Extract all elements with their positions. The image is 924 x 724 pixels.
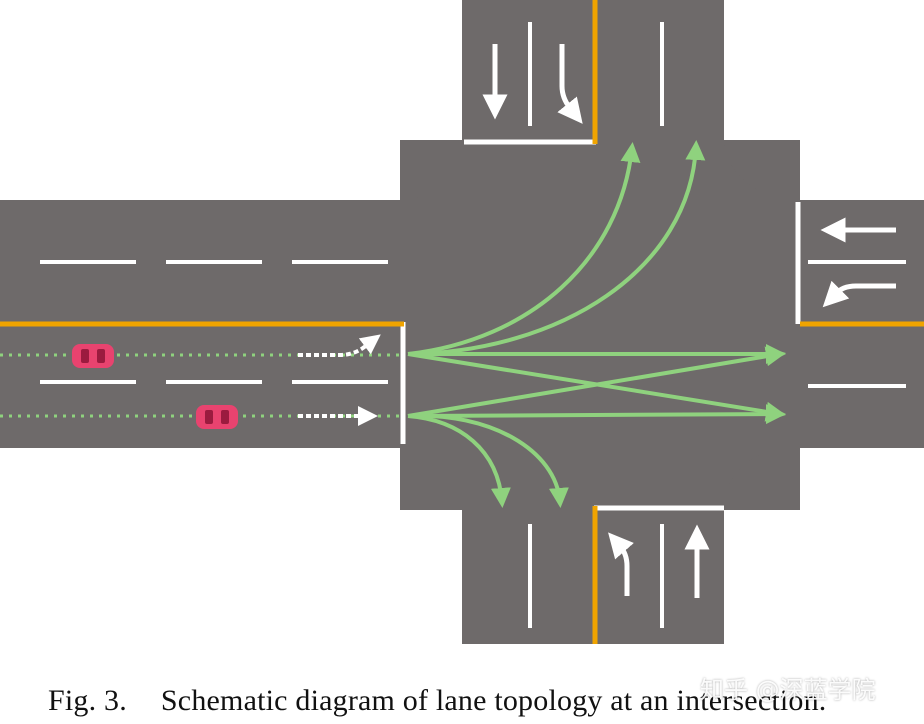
topology-right-1 (407, 414, 511, 508)
left-turn-arrow-icon (608, 532, 634, 596)
caption-text: Schematic diagram of lane topology at an… (160, 684, 827, 717)
watermark: 知乎 @深蓝学院 (700, 676, 876, 704)
topology-straight-4 (407, 346, 786, 418)
lane-topology-connections (407, 140, 786, 508)
topology-left-2 (407, 140, 706, 356)
lane-guidance-arrows (298, 334, 381, 426)
vehicle-icon (196, 405, 238, 429)
right-turn-arrow-icon (557, 44, 583, 124)
corner-fillet-se (724, 446, 798, 506)
north-approach-markings (464, 22, 664, 145)
road-surface (0, 0, 924, 644)
corner-fillet-nw (402, 140, 462, 200)
vehicle-icon (72, 344, 114, 368)
east-approach-markings (795, 202, 906, 388)
corner-fillet-ne (724, 140, 798, 200)
corner-fillet-sw (402, 446, 463, 506)
left-turn-arrow-icon (298, 334, 381, 357)
topology-left-1 (407, 142, 641, 356)
topology-straight-3 (407, 404, 786, 425)
topology-right-2 (407, 413, 569, 508)
figure-caption: Fig. 3. Schematic diagram of lane topolog… (48, 684, 827, 718)
figure-label: Fig. 3. (48, 684, 127, 717)
left-turn-arrow-icon (822, 280, 896, 308)
south-approach-markings (528, 505, 724, 628)
west-approach-markings (40, 260, 406, 444)
